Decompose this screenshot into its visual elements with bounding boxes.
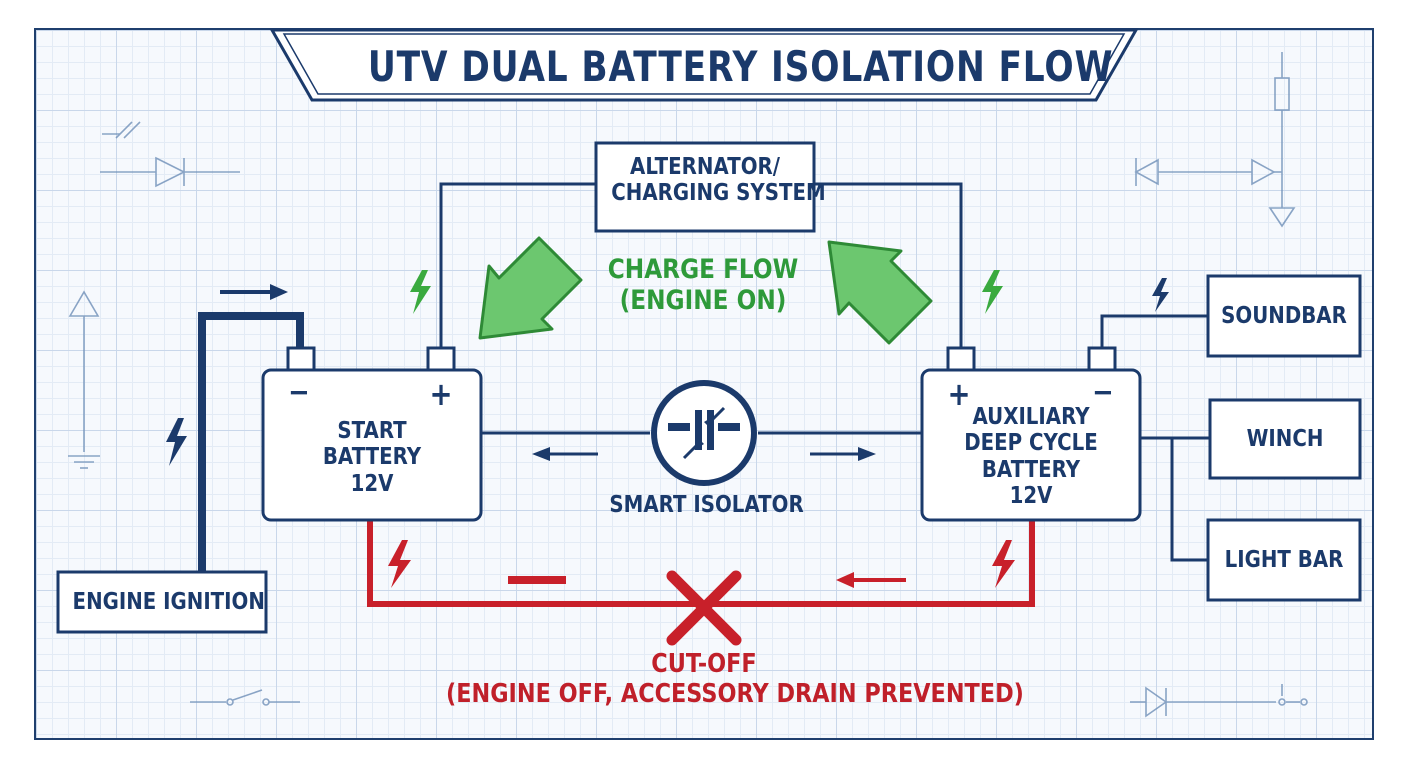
decor-diode-icon (100, 156, 240, 188)
bolt-red-right-icon (992, 540, 1015, 588)
start-battery-plus-terminal (426, 346, 456, 372)
decor-diode-pair-icon (1134, 158, 1282, 186)
soundbar-label: SOUNDBAR (1221, 303, 1347, 329)
charge-flow-label: CHARGE FLOW (ENGINE ON) (607, 254, 799, 317)
decor-ground-arrow-icon (68, 290, 100, 469)
light-bar-box (1206, 518, 1362, 602)
bolt-red-left-icon (388, 540, 411, 588)
engine-ignition-box (56, 570, 268, 634)
cutoff-label: CUT-OFF (ENGINE OFF, ACCESSORY DRAIN PRE… (446, 649, 1024, 709)
engine-ignition-label: ENGINE IGNITION (72, 589, 265, 615)
bolt-green-left-icon (410, 270, 431, 314)
isolator-left-arrow-icon (532, 447, 598, 461)
aux-battery-minus-terminal (1087, 346, 1117, 372)
title-banner-inner (282, 33, 1126, 95)
wire-aux-minus-to-soundbar (1100, 314, 1208, 348)
aux-battery-plus-terminal (946, 346, 976, 372)
charge-arrow-left-icon (478, 236, 583, 340)
start-battery-minus-terminal (286, 346, 316, 372)
decor-resistor-icon (1268, 52, 1296, 228)
cutoff-left-arrow-icon (836, 572, 906, 588)
soundbar-box (1206, 274, 1362, 358)
charge-arrow-right-icon (827, 240, 933, 345)
isolator-right-arrow-icon (810, 447, 876, 461)
cutoff-x-icon (666, 570, 742, 646)
alternator-label: ALTERNATOR/ CHARGING SYSTEM (611, 154, 826, 207)
decor-switch-icon (102, 121, 141, 139)
start-battery-minus-sign: − (288, 375, 310, 410)
bolt-green-right-icon (982, 270, 1003, 314)
winch-label: WINCH (1246, 426, 1324, 452)
start-battery-box (261, 368, 483, 522)
wire-aux-plus-to-alternator (814, 182, 963, 348)
cutoff-minus-marker (508, 576, 566, 584)
ignition-flow-arrow-icon (220, 284, 288, 300)
wire-bus-to-light-bar (1170, 438, 1208, 562)
smart-isolator-label: SMART ISOLATOR (609, 492, 804, 518)
alternator-box (594, 141, 816, 233)
smart-isolator-icon (651, 380, 757, 486)
aux-battery-plus-sign: + (947, 375, 971, 413)
bolt-navy-soundbar-icon (1152, 278, 1169, 312)
bolt-navy-left-icon (166, 418, 187, 466)
wire-ignition-to-start-minus (198, 312, 304, 572)
light-bar-label: LIGHT BAR (1224, 547, 1344, 573)
title-banner (269, 28, 1139, 102)
aux-battery-box (920, 368, 1142, 522)
page-title: UTV DUAL BATTERY ISOLATION FLOW (367, 42, 1114, 91)
wire-start-plus-to-alternator (439, 182, 596, 348)
decor-bottom-switch-icon (190, 689, 300, 706)
aux-battery-label: AUXILIARY DEEP CYCLE BATTERY 12V (964, 404, 1098, 510)
start-battery-label: START BATTERY 12V (322, 418, 422, 497)
winch-box (1208, 398, 1362, 480)
decor-bottom-diode-icon (1130, 684, 1308, 718)
wire-cutoff-red (367, 520, 1035, 607)
start-battery-plus-sign: + (429, 375, 453, 413)
aux-battery-minus-sign: − (1092, 375, 1114, 410)
